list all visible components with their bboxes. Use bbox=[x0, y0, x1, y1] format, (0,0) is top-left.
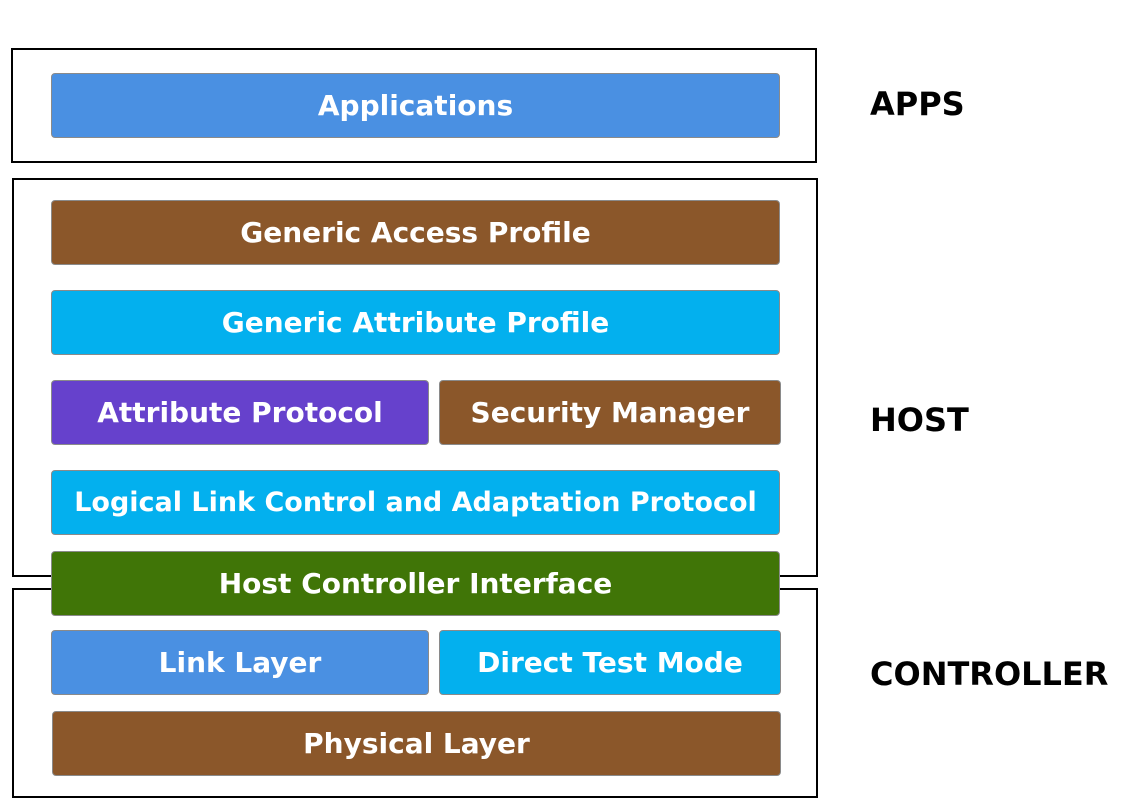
host-controller-interface-block: Host Controller Interface bbox=[51, 551, 780, 616]
apps-label: APPS bbox=[870, 85, 965, 123]
applications-block: Applications bbox=[51, 73, 780, 138]
attribute-protocol-block: Attribute Protocol bbox=[51, 380, 429, 445]
controller-label: CONTROLLER bbox=[870, 655, 1109, 693]
security-manager-block: Security Manager bbox=[439, 380, 781, 445]
direct-test-mode-block: Direct Test Mode bbox=[439, 630, 781, 695]
apps-frame bbox=[11, 48, 817, 163]
l2cap-block: Logical Link Control and Adaptation Prot… bbox=[51, 470, 780, 535]
host-label: HOST bbox=[870, 401, 969, 439]
generic-access-profile-block: Generic Access Profile bbox=[51, 200, 780, 265]
link-layer-block: Link Layer bbox=[51, 630, 429, 695]
generic-attribute-profile-block: Generic Attribute Profile bbox=[51, 290, 780, 355]
physical-layer-block: Physical Layer bbox=[52, 711, 781, 776]
